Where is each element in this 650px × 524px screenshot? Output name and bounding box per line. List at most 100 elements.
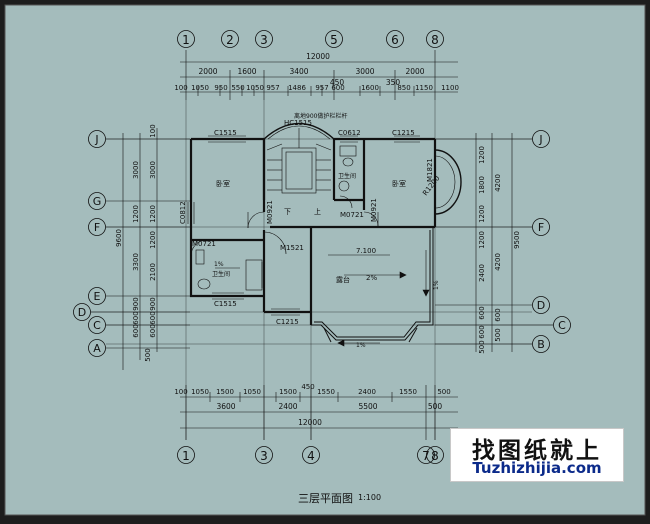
dim-bot-r2-0: 3600 [216,402,235,411]
label-hc1515: HC1515 [284,119,312,127]
dim-right-inner-7: 500 [478,340,486,353]
dim-top-small-1: 350 [386,78,401,87]
label-c0812: C0812 [179,201,187,224]
dim-right-outer-1: 4200 [494,253,502,271]
label-toilet-left: 卫生间 [212,270,230,278]
dim-right-outer-2: 600 [494,308,502,321]
label-c0612: C0612 [338,129,361,137]
label-m0921-right: M0921 [370,198,378,222]
axis-bottom-4: 4 [307,449,315,463]
dim-top-r3-6: 1486 [288,84,306,92]
dim-left-inner-5: 600 [149,311,157,324]
dim-left-inner-1: 1200 [149,205,157,223]
dim-right-inner-6: 600 [478,325,486,338]
dim-bot-r2-3: 500 [428,402,443,411]
dim-left-top: 100 [149,124,157,137]
dim-bot-r1-0: 100 [174,388,187,396]
dim-top-r2-2: 3400 [289,67,308,76]
bottom-dimension-lines [180,385,458,440]
walls [189,137,437,325]
dim-top-r3-10: 850 [397,84,410,92]
dim-top-r3-8: 600 [331,84,344,92]
dim-left-outer-2: 3300 [132,253,140,271]
axis-left-D: D [78,306,86,319]
label-toilet-top: 卫生间 [338,172,356,180]
label-c1515-top: C1515 [214,129,237,137]
axis-bottom-3: 3 [260,449,268,463]
label-slope-side: 1% [433,280,440,290]
windows [187,135,420,316]
dim-left-outer-5: 600 [132,324,140,337]
drawing-scale: 1:100 [358,493,382,502]
dim-bot-r1-5: 450 [301,383,314,391]
dim-right-inner-2: 1200 [478,205,486,223]
axis-bottom-8: 8 [431,449,439,463]
right-bay-window [434,149,462,215]
label-m0721-left: M0721 [192,240,216,248]
label-m0721-top: M0721 [340,211,364,219]
dim-bot-r1-7: 2400 [358,388,376,396]
label-bedroom-right: 卧室 [392,179,406,188]
dim-left-outer-4: 600 [132,311,140,324]
axis-right-F: F [538,221,544,234]
dim-left-outer-1: 1200 [132,205,140,223]
dim-top-r3-4: 1050 [246,84,264,92]
dim-left-inner-2: 1200 [149,231,157,249]
label-slope-bottom: 1% [356,342,366,349]
dim-top-r3-9: 1600 [361,84,379,92]
label-stair-down: 下 [284,208,291,216]
terrace-outline [311,227,434,343]
label-m1521: M1521 [280,244,304,252]
dim-right-outer-3: 500 [494,328,502,341]
dim-bot-r1-4: 1500 [279,388,297,396]
dim-bot-r2-1: 2400 [278,402,297,411]
label-stair-up: 上 [314,207,321,216]
dim-top-r2-1: 1600 [237,67,256,76]
dim-right-inner-1: 1800 [478,176,486,194]
dim-left-outer-3: 900 [132,297,140,310]
label-slope-toilet: 1% [214,261,224,268]
left-axis-markers [73,130,106,357]
axis-left-F: F [94,221,100,234]
bay-window-arc [263,122,335,140]
axis-right-D: D [537,299,545,312]
label-hc-note: 离地900做护栏栏杆 [294,112,347,120]
label-bedroom-left: 卧室 [216,179,230,188]
axis-top-2: 2 [226,33,234,47]
dim-right-outer-0: 4200 [494,174,502,192]
dim-left-inner-4: 900 [149,297,157,310]
label-c1515-bottom: C1515 [214,300,237,308]
dim-top-r3-1: 1050 [191,84,209,92]
dim-top-r2-3: 3000 [355,67,374,76]
label-slope-terrace: 2% [366,274,377,282]
axis-right-J: J [538,133,542,146]
dim-bot-r1-6: 1550 [317,388,335,396]
dim-left-total: 9600 [115,229,123,247]
watermark-en: Tuzhizhijia.com [472,459,602,477]
axis-top-5: 5 [330,33,338,47]
axis-top-3: 3 [260,33,268,47]
dim-top-r3-5: 957 [266,84,279,92]
drawing-title: 三层平面图 [298,492,353,505]
axis-right-C: C [558,319,566,332]
top-axis-markers [177,30,444,48]
right-axis-markers [532,130,571,353]
dim-top-r3-3: 550 [231,84,244,92]
axis-right-B: B [537,338,545,351]
top-dimension-lines [180,50,458,100]
axis-top-1: 1 [182,33,190,47]
axis-left-J: J [94,133,98,146]
dim-bot-r1-3: 1050 [243,388,261,396]
dim-top-r3-12: 1100 [441,84,459,92]
watermark-cn: 找图纸就上 [472,438,602,464]
dim-left-inner-6: 600 [149,324,157,337]
dim-top-r3-7: 957 [315,84,328,92]
dim-bot-r1-8: 1550 [399,388,417,396]
dim-right-total: 9500 [513,231,521,249]
dim-bot-r1-9: 500 [437,388,450,396]
dim-top-r3-0: 100 [174,84,187,92]
label-elevation: 7.100 [356,247,376,255]
dim-top-small-0: 450 [330,78,345,87]
axis-bottom-7: 7 [422,449,430,463]
label-terrace: 露台 [336,275,350,284]
